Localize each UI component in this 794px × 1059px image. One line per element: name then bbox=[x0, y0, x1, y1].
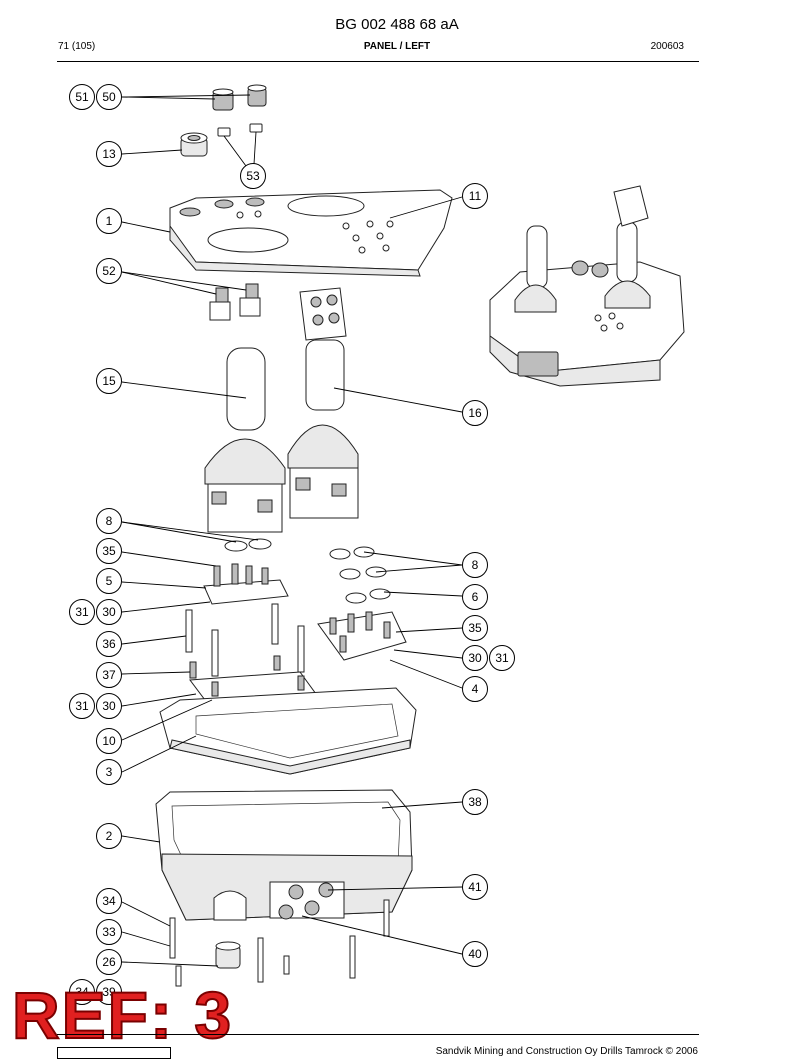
top-panel-part bbox=[169, 189, 453, 277]
svg-text:26: 26 bbox=[102, 955, 116, 969]
callout-26: 26 bbox=[96, 949, 122, 975]
document-number: BG 002 488 68 aA bbox=[335, 16, 459, 33]
callout-8-right: 8 bbox=[462, 552, 488, 578]
housing-part bbox=[155, 789, 413, 921]
callout-13: 13 bbox=[96, 141, 122, 167]
callout-15: 15 bbox=[96, 368, 122, 394]
svg-text:11: 11 bbox=[469, 189, 482, 203]
svg-text:40: 40 bbox=[468, 947, 482, 961]
svg-text:50: 50 bbox=[102, 90, 116, 104]
svg-text:38: 38 bbox=[468, 795, 482, 809]
svg-text:53: 53 bbox=[246, 169, 260, 183]
callout-31-a: 31 bbox=[69, 599, 95, 625]
callout-10: 10 bbox=[96, 728, 122, 754]
svg-text:51: 51 bbox=[75, 90, 89, 104]
joystick-left-part bbox=[204, 347, 286, 533]
section-title: PANEL / LEFT bbox=[363, 41, 431, 52]
callout-3: 3 bbox=[96, 759, 122, 785]
svg-text:1: 1 bbox=[106, 214, 113, 228]
page-number: 71 (105) bbox=[58, 41, 96, 52]
svg-text:33: 33 bbox=[102, 925, 116, 939]
footer-copyright: Sandvik Mining and Construction Oy Drill… bbox=[435, 1046, 698, 1057]
svg-text:36: 36 bbox=[102, 637, 116, 651]
sandvik-logo bbox=[57, 1047, 171, 1059]
callout-35-right: 35 bbox=[462, 615, 488, 641]
svg-text:31: 31 bbox=[75, 605, 89, 619]
svg-text:2: 2 bbox=[106, 829, 113, 843]
callout-37: 37 bbox=[96, 662, 122, 688]
svg-text:8: 8 bbox=[106, 514, 113, 528]
callout-30-c: 30 bbox=[96, 693, 122, 719]
callout-2: 2 bbox=[96, 823, 122, 849]
callout-38: 38 bbox=[462, 789, 488, 815]
nut-set-part bbox=[224, 538, 387, 580]
svg-text:35: 35 bbox=[468, 621, 482, 635]
circuit-board-left-part bbox=[203, 563, 289, 605]
callout-51: 51 bbox=[69, 84, 95, 110]
assembled-panel-view bbox=[489, 185, 685, 387]
svg-text:5: 5 bbox=[106, 574, 113, 588]
svg-text:41: 41 bbox=[468, 880, 482, 894]
svg-text:31: 31 bbox=[75, 699, 89, 713]
callout-52: 52 bbox=[96, 258, 122, 284]
nut-part bbox=[217, 123, 263, 137]
svg-text:34: 34 bbox=[102, 894, 116, 908]
callout-16: 16 bbox=[462, 400, 488, 426]
callout-1: 1 bbox=[96, 208, 122, 234]
ref-stamp: REF: 3 bbox=[11, 978, 234, 1052]
svg-text:13: 13 bbox=[102, 147, 116, 161]
svg-text:3: 3 bbox=[106, 765, 113, 779]
svg-text:35: 35 bbox=[102, 544, 116, 558]
circuit-board-right-part bbox=[317, 588, 407, 661]
svg-text:39: 39 bbox=[102, 985, 116, 999]
svg-text:4: 4 bbox=[472, 682, 479, 696]
callout-30-b: 30 bbox=[462, 645, 488, 671]
callout-35-left: 35 bbox=[96, 538, 122, 564]
svg-text:16: 16 bbox=[468, 406, 482, 420]
callout-30-a: 30 bbox=[96, 599, 122, 625]
callout-31-c: 31 bbox=[69, 693, 95, 719]
spacer-part bbox=[185, 603, 305, 677]
svg-text:31: 31 bbox=[495, 651, 509, 665]
callout-39: 39 bbox=[96, 979, 122, 1005]
callout-50: 50 bbox=[96, 84, 122, 110]
joystick-right-part bbox=[287, 287, 359, 519]
svg-text:34: 34 bbox=[75, 985, 89, 999]
footer-rule bbox=[57, 1034, 699, 1035]
leader-lines bbox=[121, 94, 463, 967]
frame-part bbox=[159, 687, 417, 775]
header-rule bbox=[57, 61, 699, 62]
revision-date: 200603 bbox=[650, 41, 684, 52]
svg-text:37: 37 bbox=[102, 668, 116, 682]
callout-34-b: 34 bbox=[69, 979, 95, 1005]
callout-31-b: 31 bbox=[489, 645, 515, 671]
grommet-part bbox=[180, 132, 208, 157]
callout-6: 6 bbox=[462, 584, 488, 610]
svg-text:10: 10 bbox=[102, 734, 116, 748]
callout-8-left: 8 bbox=[96, 508, 122, 534]
callout-40: 40 bbox=[462, 941, 488, 967]
callout-5: 5 bbox=[96, 568, 122, 594]
svg-text:15: 15 bbox=[102, 374, 116, 388]
callout-53: 53 bbox=[240, 163, 266, 189]
switch-part bbox=[209, 283, 261, 321]
callout-41: 41 bbox=[462, 874, 488, 900]
knob-part bbox=[212, 84, 267, 111]
svg-text:30: 30 bbox=[102, 699, 116, 713]
callout-33: 33 bbox=[96, 919, 122, 945]
svg-text:8: 8 bbox=[472, 558, 479, 572]
callout-4: 4 bbox=[462, 676, 488, 702]
svg-text:30: 30 bbox=[102, 605, 116, 619]
svg-text:30: 30 bbox=[468, 651, 482, 665]
callout-36: 36 bbox=[96, 631, 122, 657]
svg-text:6: 6 bbox=[472, 590, 479, 604]
screw-set-part bbox=[169, 899, 390, 987]
callout-34-a: 34 bbox=[96, 888, 122, 914]
callout-11: 11 bbox=[462, 183, 488, 209]
svg-text:52: 52 bbox=[102, 264, 116, 278]
